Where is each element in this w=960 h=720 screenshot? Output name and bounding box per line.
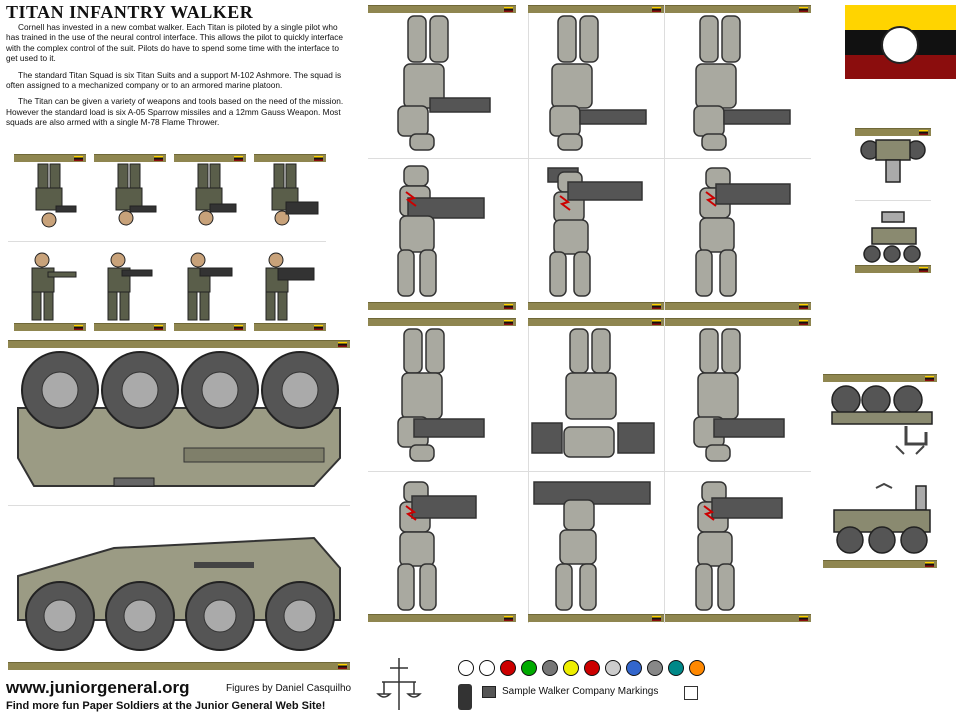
walker-figure	[533, 481, 651, 611]
description-paragraph: The standard Titan Squad is six Titan Su…	[6, 69, 342, 91]
soldier-figure	[265, 252, 315, 321]
walker-figure	[397, 328, 485, 462]
figure-base	[94, 154, 166, 162]
company-marking-icon	[482, 686, 496, 698]
company-marking-icon	[563, 660, 579, 676]
figure-base	[528, 614, 664, 622]
description-paragraph: The Titan can be given a variety of weap…	[6, 96, 344, 128]
figure-base	[823, 560, 937, 568]
figure-base	[14, 323, 86, 331]
figure-base	[174, 323, 246, 331]
vehicle-figure	[17, 536, 341, 651]
page-title: TITAN INFANTRY WALKER	[6, 2, 254, 22]
company-marking-icon	[458, 684, 472, 710]
figure-base	[528, 318, 664, 326]
company-marking-icon	[626, 660, 642, 676]
soldier-figure	[107, 252, 153, 321]
soldier-figure	[271, 163, 319, 226]
walker-figure	[695, 481, 783, 611]
company-marking-icon	[684, 686, 698, 700]
figure-base	[174, 154, 246, 162]
flag-icon	[845, 5, 956, 79]
company-marking-icon	[500, 660, 516, 676]
vehicle-figure	[860, 139, 926, 183]
walker-figure	[693, 15, 791, 151]
soldier-figure	[31, 252, 77, 321]
sword-scale-emblem	[376, 658, 422, 710]
figure-base	[368, 5, 516, 13]
divider	[368, 158, 811, 159]
walker-figure	[549, 15, 647, 151]
company-marking-icon	[584, 660, 600, 676]
divider	[8, 241, 326, 242]
figure-base	[368, 318, 516, 326]
vehicle-figure	[17, 351, 341, 487]
figure-base	[528, 302, 664, 310]
walker-figure	[397, 165, 485, 297]
walker-figure	[695, 167, 791, 297]
vehicle-figure	[831, 385, 933, 455]
promo-text: Find more fun Paper Soldiers at the Juni…	[6, 700, 326, 712]
figure-base	[855, 128, 931, 136]
company-marking-icon	[542, 660, 558, 676]
figure-base	[368, 302, 516, 310]
walker-figure	[693, 328, 785, 462]
site-link[interactable]: www.juniorgeneral.org	[6, 678, 190, 697]
divider	[528, 5, 529, 310]
divider	[664, 5, 665, 310]
vehicle-figure	[833, 482, 931, 554]
vehicle-base	[8, 662, 350, 670]
figure-base	[254, 154, 326, 162]
company-marking-icon	[647, 660, 663, 676]
markings-label: Sample Walker Company Markings	[502, 686, 659, 697]
walker-figure	[531, 328, 655, 458]
figure-base	[665, 318, 811, 326]
walker-figure	[397, 481, 477, 611]
figure-base	[94, 323, 166, 331]
divider	[528, 318, 529, 623]
company-marking-icon	[458, 660, 474, 676]
figure-base	[14, 154, 86, 162]
company-marking-icon	[668, 660, 684, 676]
vehicle-base	[8, 340, 350, 348]
credit-text: Figures by Daniel Casquilho	[226, 683, 352, 694]
figure-base	[665, 5, 811, 13]
soldier-figure	[195, 163, 237, 226]
figure-base	[665, 302, 811, 310]
company-marking-icon	[479, 660, 495, 676]
figure-base	[823, 374, 937, 382]
company-marking-icon	[605, 660, 621, 676]
soldier-figure	[115, 163, 157, 226]
description-paragraph: Cornell has invested in a new combat wal…	[6, 22, 343, 64]
vehicle-figure	[863, 211, 921, 263]
company-marking-icon	[521, 660, 537, 676]
figure-base	[254, 323, 326, 331]
figure-base	[855, 265, 931, 273]
divider	[368, 471, 811, 472]
figure-base	[528, 5, 664, 13]
figure-base	[368, 614, 516, 622]
divider	[664, 318, 665, 623]
walker-figure	[547, 167, 643, 297]
walker-figure	[397, 15, 491, 151]
description: Cornell has invested in a new combat wal…	[6, 22, 344, 134]
divider	[8, 505, 350, 506]
company-marking-icon	[689, 660, 705, 676]
soldier-figure	[35, 163, 77, 228]
soldier-figure	[187, 252, 233, 321]
figure-base	[665, 614, 811, 622]
divider	[855, 200, 931, 201]
